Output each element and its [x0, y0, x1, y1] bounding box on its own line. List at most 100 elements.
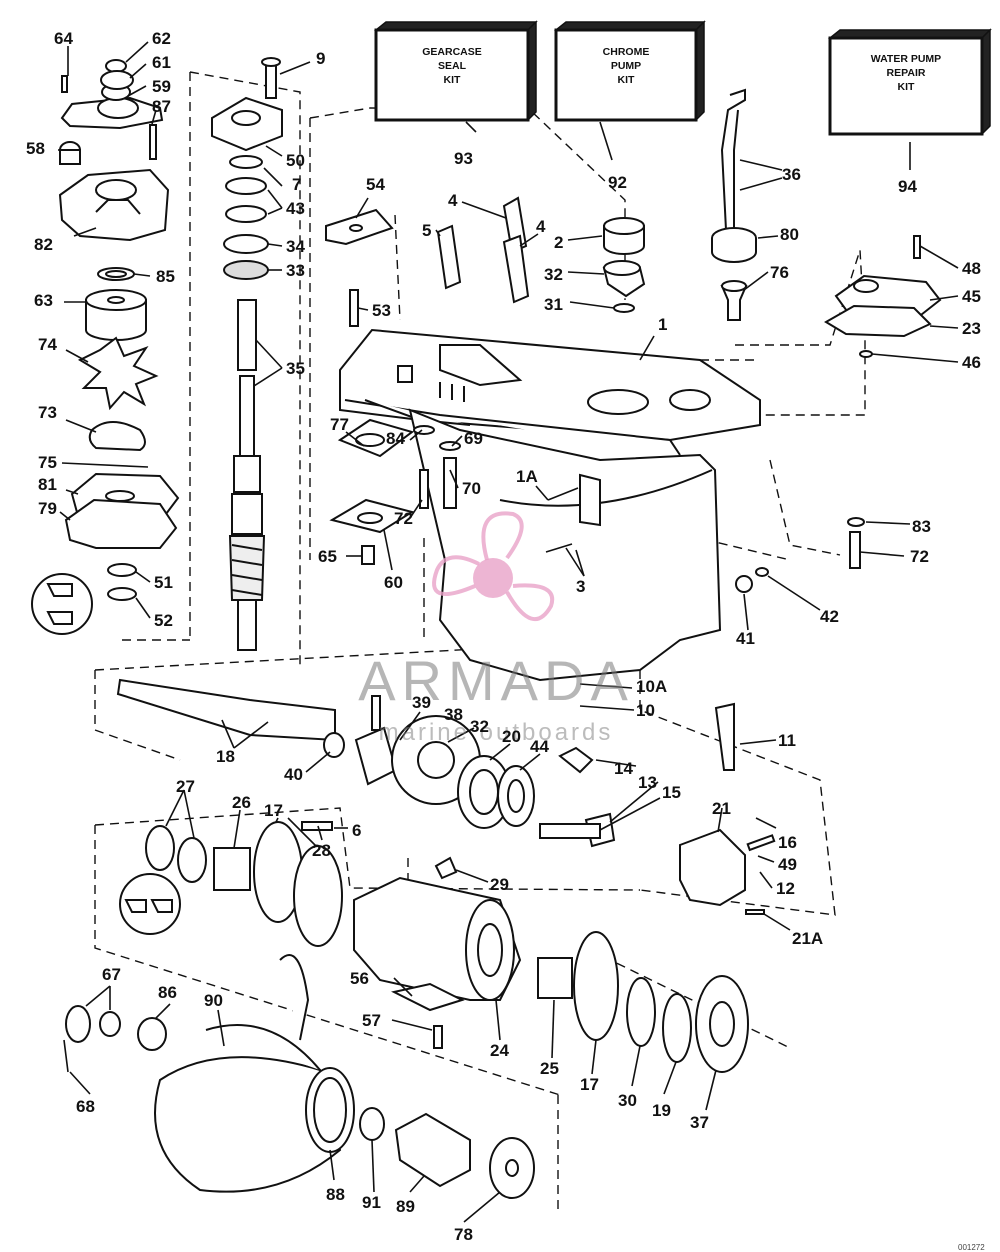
callout-77: 77: [330, 415, 349, 434]
callout-91: 91: [362, 1193, 381, 1212]
callout-12: 12: [776, 879, 795, 898]
callout-89: 89: [396, 1197, 415, 1216]
callout-56: 56: [350, 969, 369, 988]
callout-4-right: 4: [536, 217, 546, 236]
callout-16: 16: [778, 833, 797, 852]
anode-trim-parts: [329, 418, 461, 565]
callout-41: 41: [736, 629, 755, 648]
callout-94: 94: [898, 177, 917, 196]
callout-17-top: 17: [264, 801, 283, 820]
callout-57: 57: [362, 1011, 381, 1030]
callout-33: 33: [286, 261, 305, 280]
callout-85: 85: [156, 267, 175, 286]
watermark: ARMADA marine outboards: [358, 511, 628, 746]
callout-5: 5: [422, 221, 431, 240]
callout-6: 6: [352, 821, 361, 840]
callout-21: 21: [712, 799, 731, 818]
callout-72-right: 72: [910, 547, 929, 566]
callout-69: 69: [464, 429, 483, 448]
bearing-carrier-parts: [119, 821, 776, 1073]
callout-26: 26: [232, 793, 251, 812]
callout-50: 50: [286, 151, 305, 170]
callout-19: 19: [652, 1101, 671, 1120]
callout-1: 1: [658, 315, 667, 334]
callout-61: 61: [152, 53, 171, 72]
callout-20: 20: [502, 727, 521, 746]
callout-67: 67: [102, 965, 121, 984]
callout-25: 25: [540, 1059, 559, 1078]
callout-52: 52: [154, 611, 173, 630]
callout-32-bottom: 32: [470, 717, 489, 736]
callout-42: 42: [820, 607, 839, 626]
callout-74: 74: [38, 335, 57, 354]
kit-94-line-1: WATER PUMP: [871, 53, 941, 65]
callout-62: 62: [152, 29, 171, 48]
gear-housing: [339, 328, 761, 682]
drive-shaft-parts: [211, 57, 283, 651]
callout-21A: 21A: [792, 929, 823, 948]
callout-59: 59: [152, 77, 171, 96]
callout-53: 53: [372, 301, 391, 320]
callout-93: 93: [454, 149, 473, 168]
callout-10: 10: [636, 701, 655, 720]
propeller-parts: [63, 954, 535, 1199]
callout-13: 13: [638, 773, 657, 792]
callout-3: 3: [576, 577, 585, 596]
callout-80: 80: [780, 225, 799, 244]
callout-4-left: 4: [448, 191, 458, 210]
watermark-subtitle: marine outboards: [379, 719, 614, 746]
callout-30: 30: [618, 1091, 637, 1110]
callout-28: 28: [312, 841, 331, 860]
kit-94-line-3: KIT: [898, 81, 916, 93]
callout-24: 24: [490, 1041, 509, 1060]
callout-65: 65: [318, 547, 337, 566]
callout-78: 78: [454, 1225, 473, 1244]
callout-9: 9: [316, 49, 325, 68]
callout-64: 64: [54, 29, 73, 48]
callout-39: 39: [412, 693, 431, 712]
callout-87: 87: [152, 97, 171, 116]
callout-58: 58: [26, 139, 45, 158]
callout-49: 49: [778, 855, 797, 874]
callout-1A: 1A: [516, 467, 538, 486]
callout-leaders: [58, 41, 959, 1223]
kit-92-line-1: CHROME: [603, 46, 650, 58]
callout-18: 18: [216, 747, 235, 766]
water-pump-parts: [31, 59, 180, 635]
callout-14: 14: [614, 759, 633, 778]
kit-box-93: GEARCASE SEAL KIT: [373, 20, 538, 122]
callout-38: 38: [444, 705, 463, 724]
callout-36: 36: [782, 165, 801, 184]
callout-92: 92: [608, 173, 627, 192]
callout-43: 43: [286, 199, 305, 218]
drawing-code: 001272: [958, 1243, 985, 1252]
callout-73: 73: [38, 403, 57, 422]
callout-70: 70: [462, 479, 481, 498]
kit-box-94: WATER PUMP REPAIR KIT: [827, 28, 992, 136]
water-pump-cover-parts: [824, 235, 942, 358]
kit-93-line-3: KIT: [444, 74, 462, 86]
callout-29: 29: [490, 875, 509, 894]
bearing-gear-parts: [325, 196, 646, 327]
callout-82: 82: [34, 235, 53, 254]
callout-44: 44: [530, 737, 549, 756]
callout-15: 15: [662, 783, 681, 802]
kit-93-line-1: GEARCASE: [422, 46, 482, 58]
kit-92-line-3: KIT: [618, 74, 636, 86]
callout-63: 63: [34, 291, 53, 310]
callout-40: 40: [284, 765, 303, 784]
callout-17-bottom: 17: [580, 1075, 599, 1094]
callout-83: 83: [912, 517, 931, 536]
callout-11: 11: [778, 731, 796, 750]
kit-93-line-2: SEAL: [438, 60, 467, 72]
callout-90: 90: [204, 991, 223, 1010]
callout-54: 54: [366, 175, 385, 194]
callout-35: 35: [286, 359, 305, 378]
part-callouts: 64 62 61 59 87 58 82 85 63 74 73 75 81 7…: [26, 29, 981, 1244]
callout-48: 48: [962, 259, 981, 278]
callout-81: 81: [38, 475, 57, 494]
propeller-logo-icon: [432, 511, 555, 622]
callout-7: 7: [292, 175, 301, 194]
kit-94-line-2: REPAIR: [887, 67, 926, 79]
